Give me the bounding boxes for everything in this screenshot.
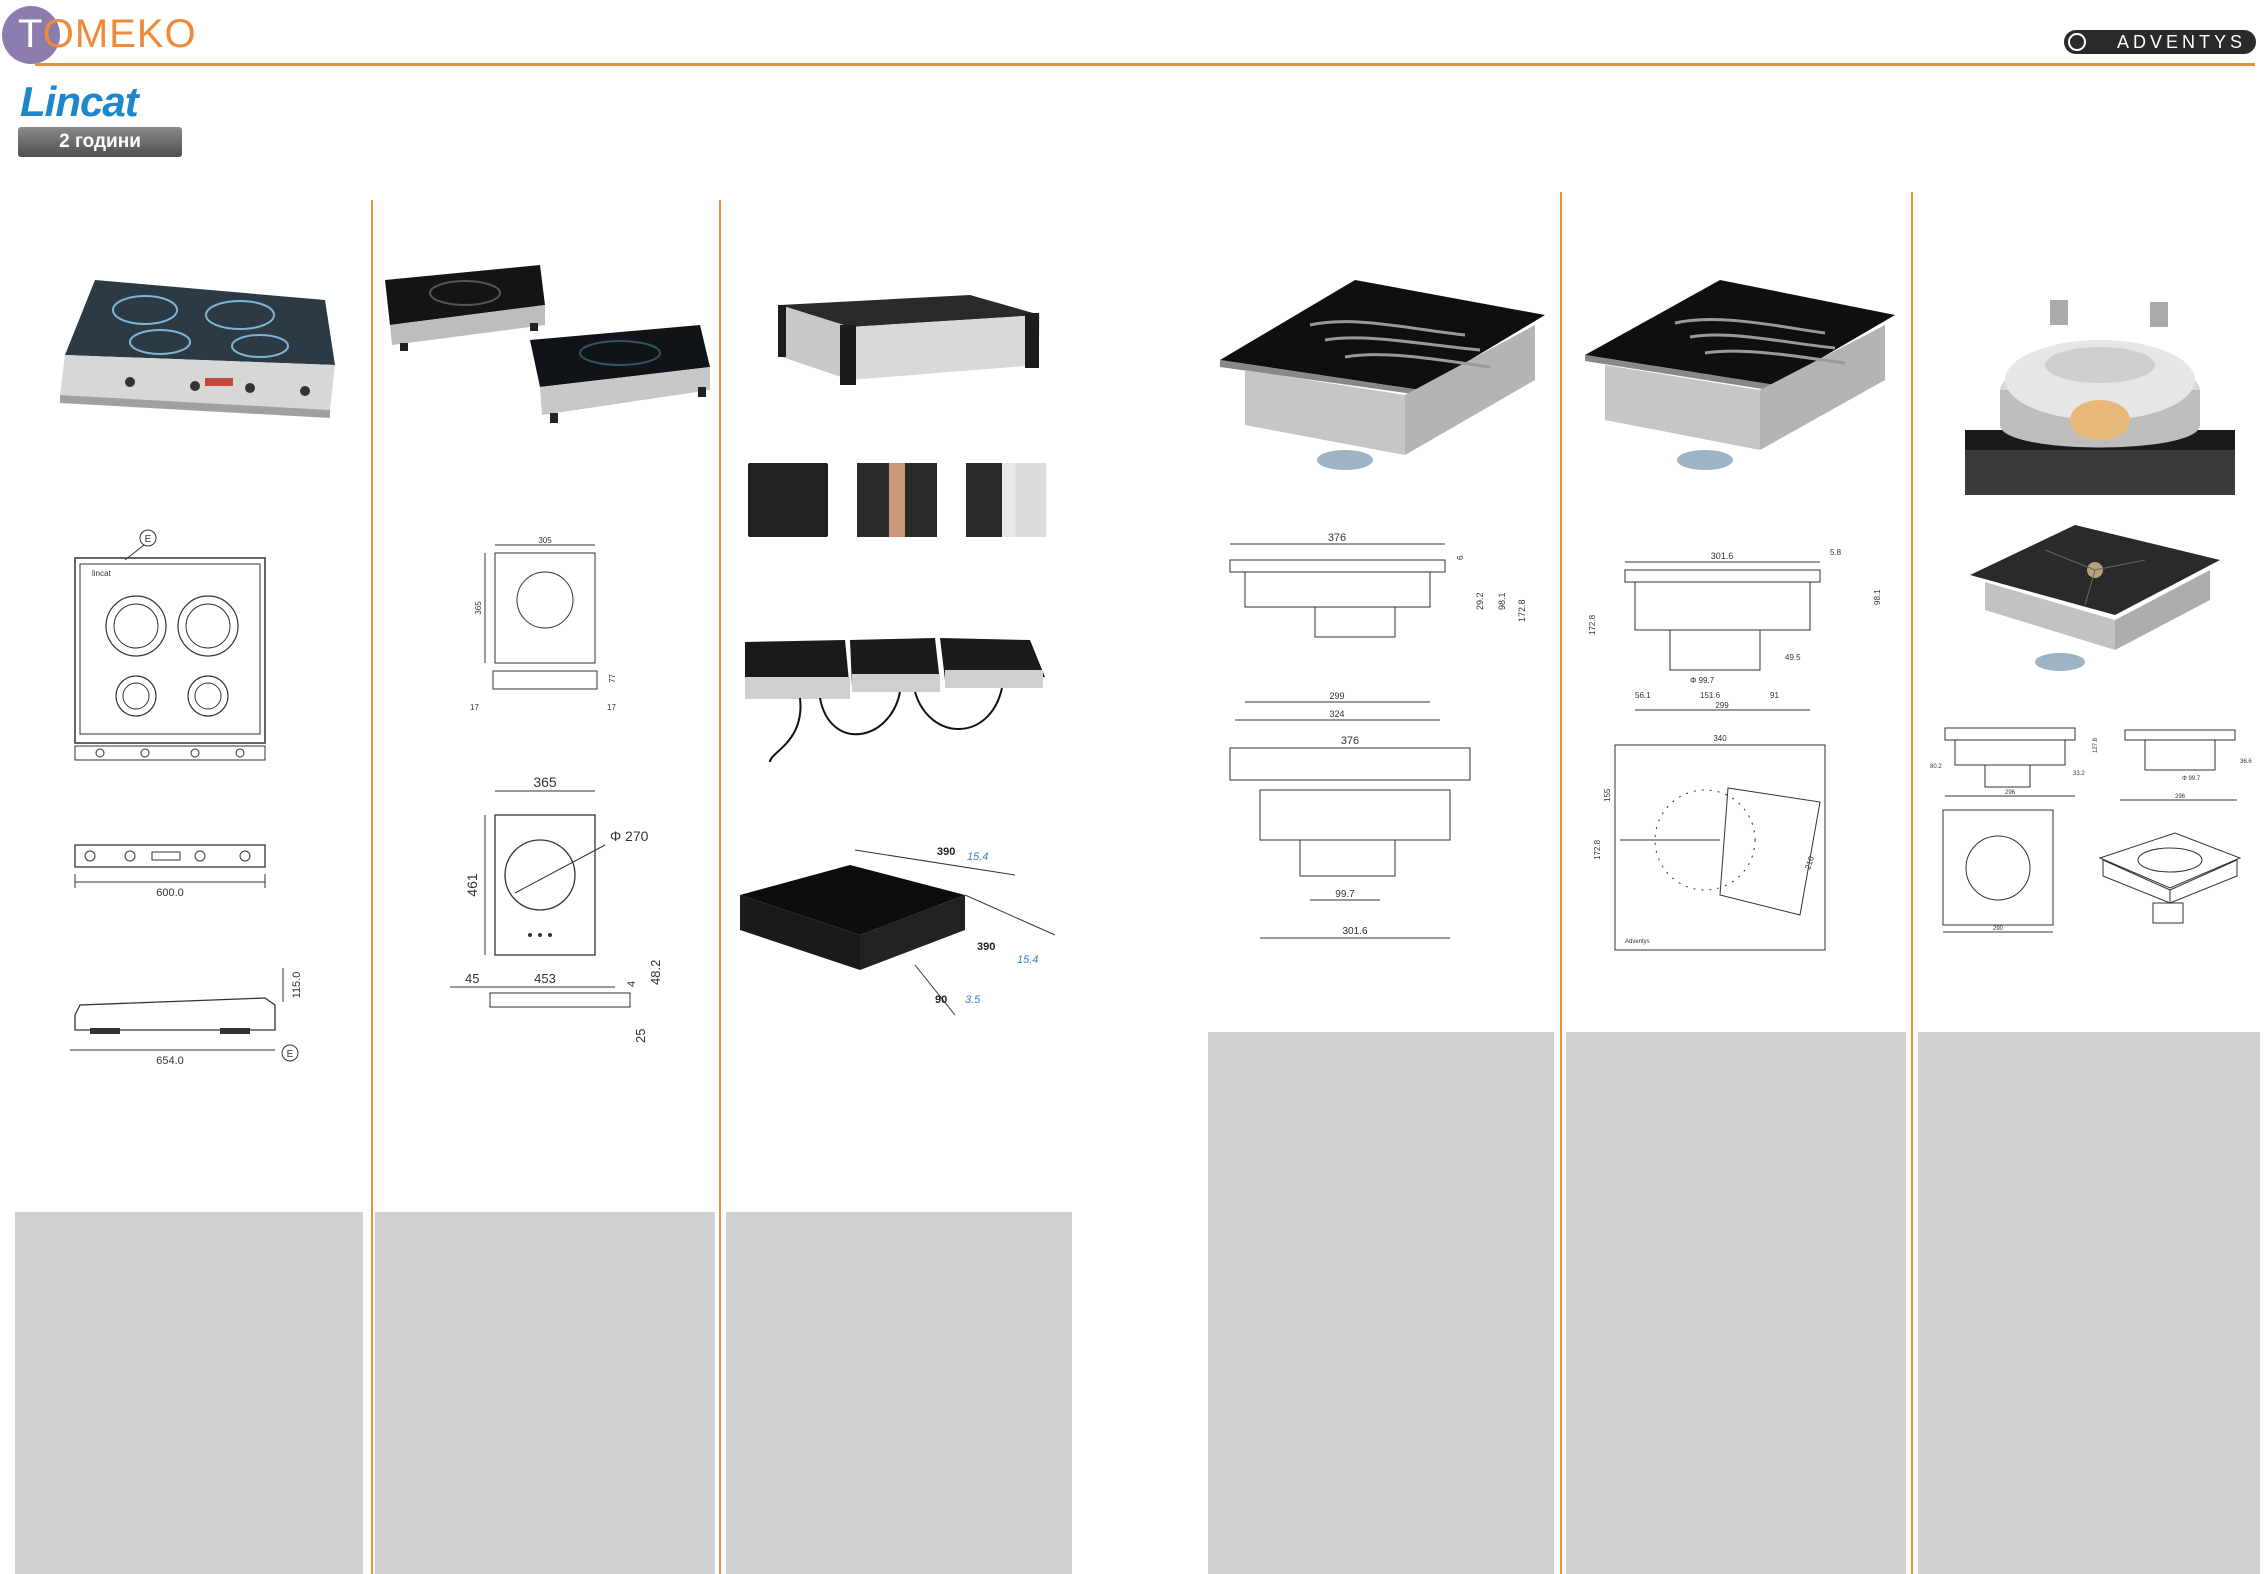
header-divider [35, 63, 2255, 66]
d2-width: 365 [533, 775, 557, 790]
b2-299: 299 [1715, 701, 1729, 710]
chafing-dish-image [1965, 300, 2235, 495]
d2-height: 461 [464, 873, 480, 897]
b3-d5: 33.2 [2073, 771, 2085, 777]
base-dim-side-inch: 15.4 [1017, 954, 1038, 966]
built-in-hob-3-image [1970, 525, 2220, 671]
b3-997: Φ 99.7 [2182, 776, 2201, 782]
d2-foot: 25 [633, 1029, 648, 1043]
adventys-logo[interactable]: ADVENTYS [2064, 30, 2256, 54]
built-in-hob-1-image [1220, 280, 1545, 470]
variant-silver-image [966, 463, 1046, 537]
built-in-hob-2-drawings: 301.6 5.8 98.1 172.8 Φ 99.7 49.5 56.1 15… [1588, 548, 1882, 951]
column-divider-2 [719, 200, 721, 1574]
b1-small: 6 [1456, 555, 1465, 560]
adventys-base-image [778, 295, 1040, 385]
d2-left: 45 [465, 971, 479, 986]
built-in-hob-3-drawings: 296 127.8 80.2 33.2 Φ 99.7 36.6 296 290 [1930, 727, 2252, 933]
lincat-four-zone-hob-image [60, 280, 335, 418]
variant-copper-image [857, 463, 937, 537]
d1-side-right: 17 [607, 703, 616, 712]
b2-561: 56.1 [1635, 691, 1651, 700]
lincat-side-view-drawing: 115.0 654.0 E [70, 968, 303, 1067]
b3-height: 127.8 [2093, 737, 2099, 753]
column-divider-1 [371, 200, 373, 1574]
column-divider-3 [1560, 192, 1562, 1574]
base-dim-side: 390 [977, 941, 995, 953]
b3-width: 296 [2005, 790, 2016, 796]
d2-depth: 453 [534, 971, 556, 986]
b2-155: 155 [1603, 788, 1612, 802]
drawing-label-e-side: E [287, 1049, 294, 1060]
adventys-connected-units-image [745, 638, 1045, 763]
info-panel-2 [375, 1212, 715, 1574]
b1-172: 172.8 [1517, 599, 1527, 622]
b1-997: 99.7 [1335, 889, 1355, 900]
drawing-brand-mark: lincat [92, 569, 111, 578]
base-dim-top: 390 [937, 846, 955, 858]
b3-d4: 80.2 [1930, 764, 1942, 770]
info-panel-3 [726, 1212, 1072, 1574]
adventys-hob-drawing-1: 305 365 77 17 17 [470, 536, 617, 712]
b2-plan-brand: Adventys [1625, 939, 1650, 945]
variant-black-image [748, 463, 828, 537]
warranty-badge: 2 години гаранция [18, 127, 182, 182]
column-divider-4 [1911, 192, 1913, 1574]
base-dim-top-inch: 15.4 [967, 851, 988, 863]
b2-1516: 151.6 [1700, 691, 1721, 700]
b2-58: 5.8 [1830, 548, 1842, 557]
lincat-logo[interactable]: Lincat [20, 78, 139, 125]
d1-height: 365 [474, 601, 483, 615]
b1-top-width: 376 [1328, 532, 1346, 544]
tomeko-logo[interactable]: TOMEKO [18, 12, 197, 56]
b2-495: 49.5 [1785, 653, 1801, 662]
built-in-hob-2-image [1585, 280, 1895, 470]
tomeko-logo-rest: OMEKO [42, 12, 197, 56]
b1-29: 29.2 [1475, 592, 1485, 610]
adventys-hob-drawing-2: 365 Φ 270 461 45 453 4 48.2 25 [450, 775, 663, 1043]
built-in-hob-1-drawings: 376 6 29.2 98.1 172.8 299 324 376 99.7 3… [1229, 532, 1527, 939]
base-dim-height-inch: 3.5 [965, 994, 981, 1006]
width-dimension: 600.0 [156, 887, 184, 899]
b1-299: 299 [1329, 691, 1344, 701]
drawing-label-e: E [145, 534, 152, 545]
d2-small: 4 [626, 981, 638, 987]
b3-d3: 290 [1993, 926, 2004, 932]
b1-3016: 301.6 [1342, 926, 1367, 937]
b2-top-width: 301.6 [1711, 551, 1734, 561]
tomeko-logo-circle [2, 6, 60, 64]
b1-98: 98.1 [1497, 592, 1507, 610]
depth-dimension: 654.0 [156, 1055, 184, 1067]
b2-1728: 172.8 [1588, 614, 1597, 635]
b3-d2: 296 [2175, 794, 2186, 800]
adventys-tabletop-hobs-image [385, 265, 710, 423]
d2-diameter: Φ 270 [610, 828, 649, 844]
adventys-logo-icon [2068, 33, 2086, 51]
d1-side-left: 17 [470, 703, 479, 712]
b2-plan-height: 172.8 [1593, 839, 1602, 860]
d1-width: 305 [538, 536, 552, 545]
b3-361: 36.6 [2240, 759, 2252, 765]
info-panel-6 [1918, 1032, 2260, 1574]
d1-hh: 77 [608, 674, 617, 683]
b1-324: 324 [1329, 709, 1344, 719]
b1-bottom-width: 376 [1341, 735, 1359, 747]
lincat-front-view-drawing: 600.0 [74, 844, 266, 899]
base-dim-height: 90 [935, 994, 947, 1006]
b2-210: 210 [1803, 855, 1816, 871]
info-panel-1 [15, 1212, 363, 1574]
b2-981: 98.1 [1873, 589, 1882, 605]
b2-997: Φ 99.7 [1690, 676, 1715, 685]
info-panel-4 [1208, 1032, 1554, 1574]
info-panel-5 [1566, 1032, 1906, 1574]
adventys-base-dimension-image: 390 15.4 390 15.4 90 3.5 [740, 846, 1056, 1016]
b2-plan-width: 340 [1713, 734, 1727, 743]
height-dimension: 115.0 [291, 972, 303, 999]
b2-91: 91 [1770, 691, 1779, 700]
lincat-top-view-drawing: E lincat [74, 529, 266, 761]
d2-height-side: 48.2 [648, 960, 663, 985]
